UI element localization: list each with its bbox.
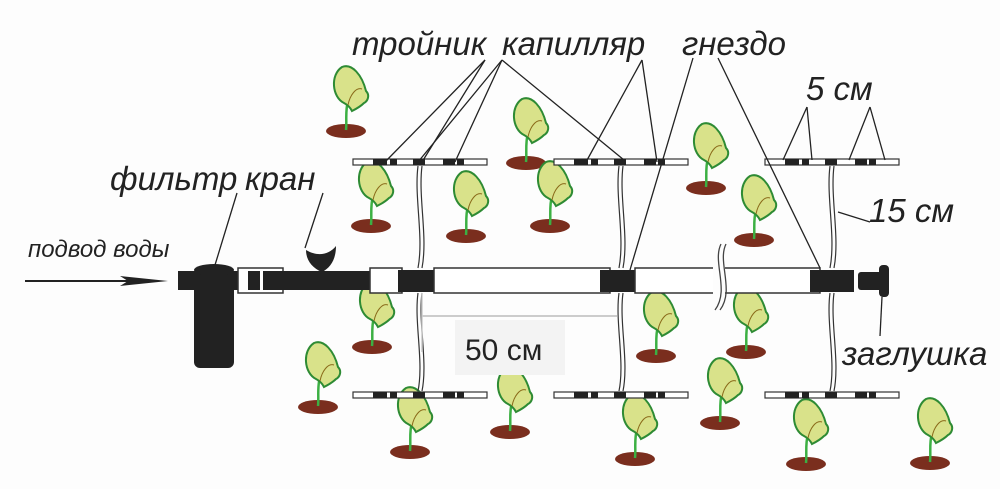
seedling-icon <box>784 397 830 473</box>
seedling-icon <box>908 396 954 472</box>
seedling-icon <box>324 64 370 140</box>
seedling-icon <box>634 289 680 365</box>
label-water-inlet: подвод воды <box>28 236 170 263</box>
capillary-tube <box>828 165 837 269</box>
capillary-nodes <box>352 158 900 399</box>
label-filter: фильтр <box>110 160 237 197</box>
seedling-icon <box>698 356 744 432</box>
emitter-bar <box>553 158 689 166</box>
seedling-icon <box>613 392 659 468</box>
emitter-bar <box>764 158 900 166</box>
emitter-bar <box>553 391 689 399</box>
capillary-tube <box>617 292 626 392</box>
valve-handle <box>306 246 336 272</box>
label-socket: гнездо <box>682 25 786 62</box>
label-spacing-15cm: 15 см <box>869 192 954 229</box>
pipe-break-mark <box>713 243 727 311</box>
dimension-50cm <box>421 293 617 375</box>
node-3 <box>764 158 900 399</box>
capillary-tube <box>416 292 425 392</box>
emitter-bar <box>764 391 900 399</box>
seedling-icon <box>296 340 342 416</box>
seedling-icon <box>504 96 550 172</box>
label-capillary: капилляр <box>502 25 645 62</box>
seedling-icon <box>444 169 490 245</box>
label-end-cap: заглушка <box>841 335 987 372</box>
leader-lines <box>214 57 886 337</box>
seedling-icon <box>528 159 574 235</box>
capillary-tube <box>828 292 837 392</box>
label-valve: кран <box>245 160 315 197</box>
label-spacing-5cm: 5 см <box>806 70 873 107</box>
seedling-icon <box>684 121 730 197</box>
emitter-bar <box>352 391 488 399</box>
label-spacing-50cm: 50 см <box>465 334 542 367</box>
seedling-icon <box>488 365 534 441</box>
seedling-icon <box>349 159 395 235</box>
capillary-tube <box>416 165 425 269</box>
capillary-tube <box>617 165 626 269</box>
seedling-icon <box>724 285 770 361</box>
node-2 <box>553 158 689 399</box>
main-pipe <box>178 267 854 294</box>
filter-body <box>194 264 234 368</box>
end-cap <box>858 265 889 297</box>
seedling-icon <box>732 173 778 249</box>
label-tee: тройник <box>352 25 488 62</box>
water-inlet-arrow-icon <box>25 276 168 286</box>
